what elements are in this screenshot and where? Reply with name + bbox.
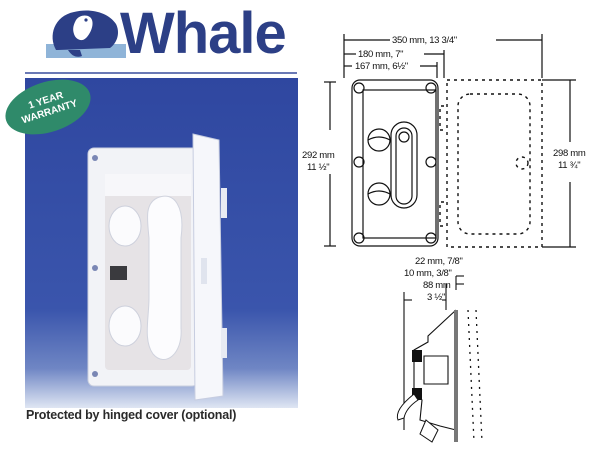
flange-depth-label: 10 mm, 3/8" <box>404 268 452 279</box>
whale-logo-icon <box>46 10 126 58</box>
photo-caption: Protected by hinged cover (optional) <box>26 408 237 422</box>
body-depth-mm-label: 88 mm <box>423 280 451 291</box>
brand-logo: Whale <box>40 0 300 70</box>
product-photo <box>25 78 298 408</box>
plate-width-label: 180 mm, 7" <box>358 49 404 60</box>
front-view-diagram <box>324 34 576 248</box>
depth-total-label: 22 mm, 7/8" <box>415 256 463 267</box>
shower-box-image <box>87 133 227 401</box>
logo-divider <box>25 72 297 74</box>
brand-name: Whale <box>120 1 287 66</box>
plate-height-mm-label: 292 mm <box>302 150 335 161</box>
cutout-width-label: 167 mm, 6½" <box>355 61 408 72</box>
plate-height-in-label: 11 ½" <box>307 162 330 173</box>
cover-height-in-label: 11 ¾" <box>558 160 581 171</box>
cover-height-mm-label: 298 mm <box>553 148 586 159</box>
body-depth-in-label: 3 ½" <box>427 292 446 303</box>
side-view-diagram <box>396 275 483 443</box>
overall-width-label: 350 mm, 13 3/4" <box>392 35 457 46</box>
